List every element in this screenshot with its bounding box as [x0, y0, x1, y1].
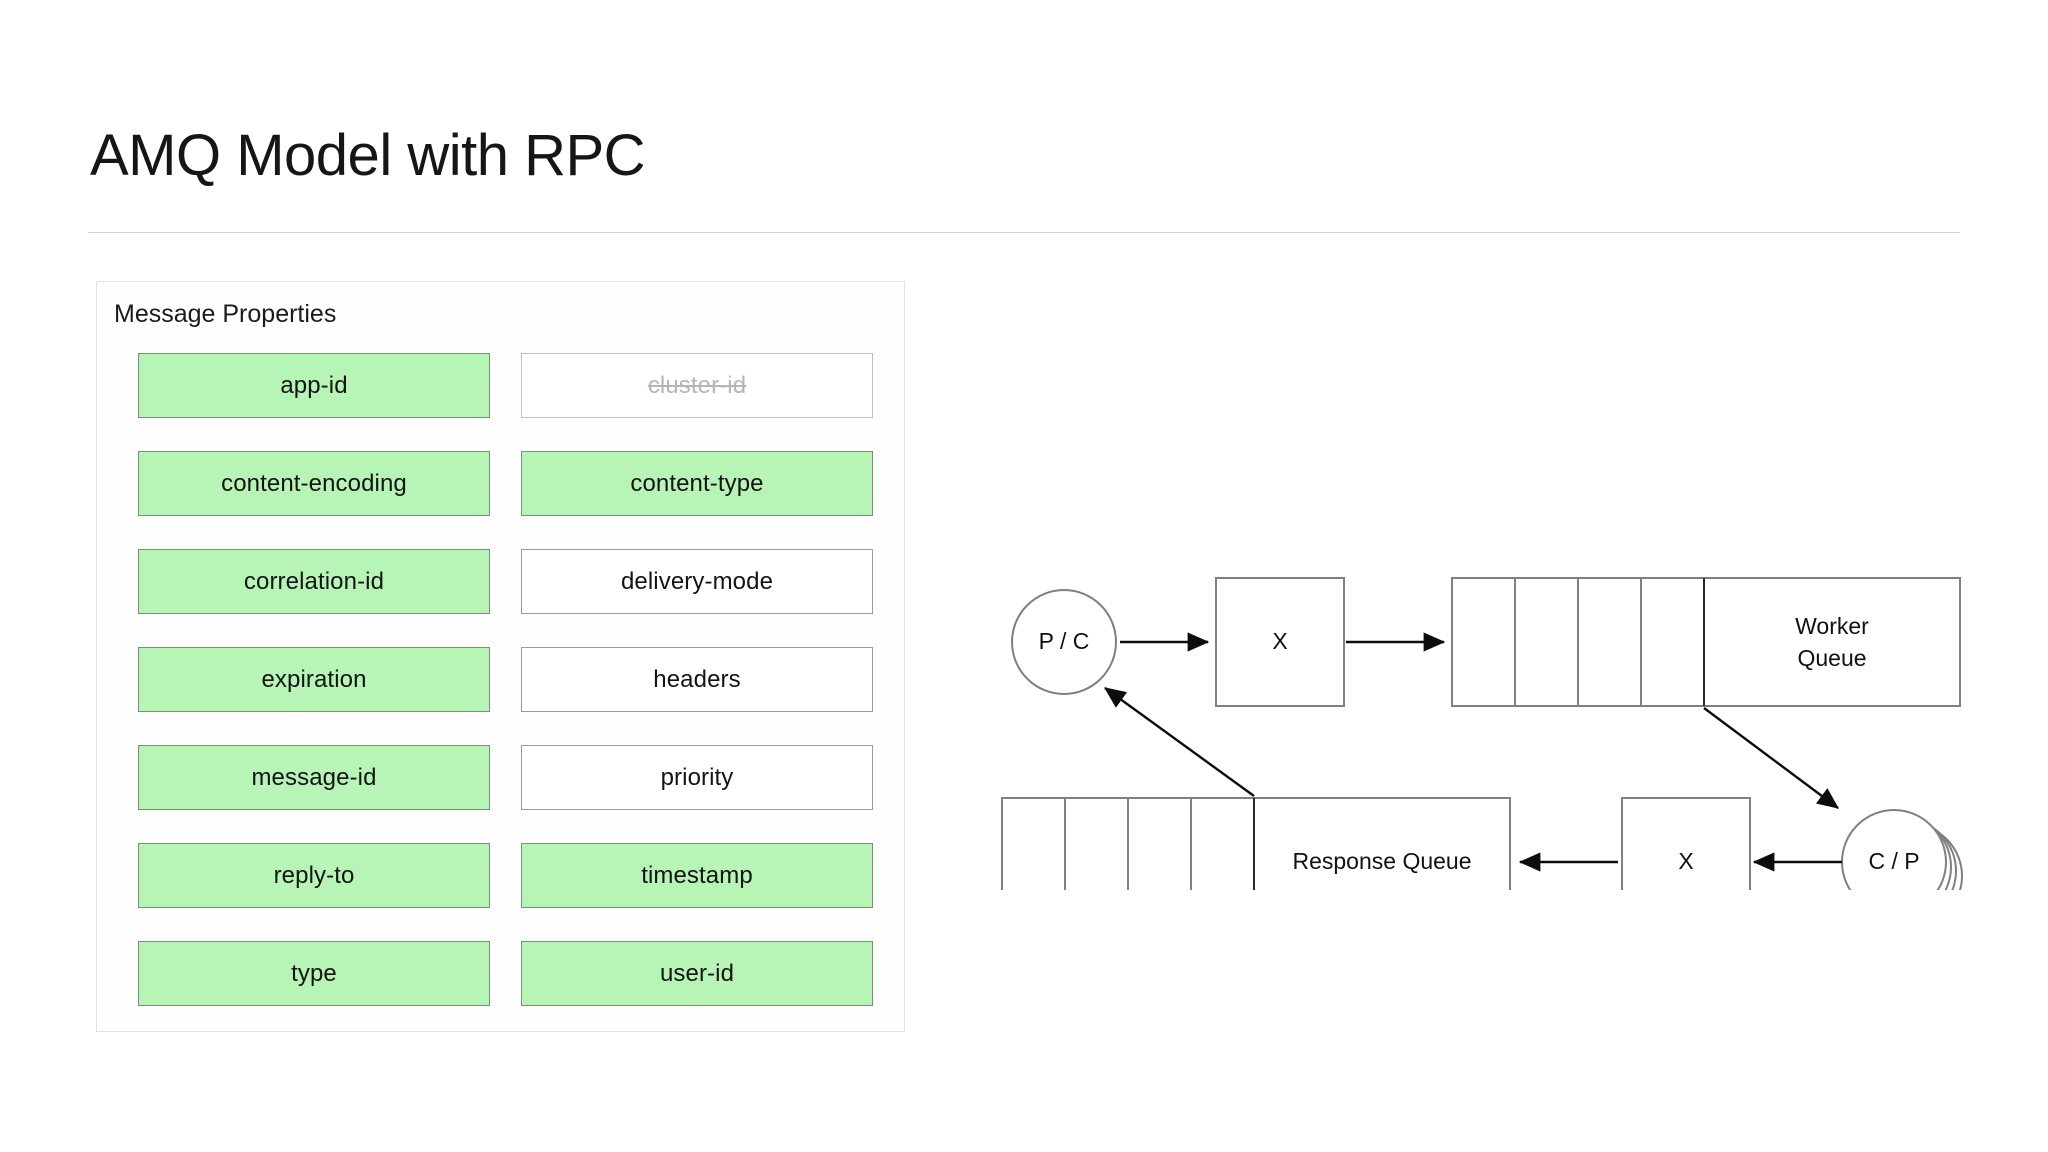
worker-queue-label-line2: Queue	[1797, 645, 1866, 671]
property-box[interactable]: headers	[521, 647, 873, 712]
consumer-producer-node[interactable]: C / P	[1841, 809, 1963, 890]
property-box[interactable]: delivery-mode	[521, 549, 873, 614]
title-divider	[88, 232, 1960, 233]
amq-rpc-diagram: P / C X Worker Queue C / P	[960, 420, 2030, 890]
edge-worker-queue-to-consumer	[1703, 707, 1839, 809]
exchange-bottom-label: X	[1678, 848, 1693, 874]
property-box[interactable]: expiration	[138, 647, 490, 712]
property-box[interactable]: app-id	[138, 353, 490, 418]
property-box[interactable]: user-id	[521, 941, 873, 1006]
property-box[interactable]: timestamp	[521, 843, 873, 908]
property-box[interactable]: content-encoding	[138, 451, 490, 516]
message-properties-title: Message Properties	[114, 300, 337, 328]
exchange-top-label: X	[1272, 628, 1287, 654]
property-box[interactable]: reply-to	[138, 843, 490, 908]
response-queue-node[interactable]: Response Queue	[1001, 797, 1511, 890]
property-box[interactable]: priority	[521, 745, 873, 810]
edge-response-queue-to-producer	[1104, 687, 1255, 797]
consumer-producer-label: C / P	[1868, 848, 1919, 874]
message-properties-panel: Message Properties app-id cluster-id conte…	[96, 281, 905, 1032]
property-box[interactable]: content-type	[521, 451, 873, 516]
property-box[interactable]: type	[138, 941, 490, 1006]
worker-queue-node[interactable]: Worker Queue	[1451, 577, 1961, 707]
property-box[interactable]: correlation-id	[138, 549, 490, 614]
producer-consumer-node[interactable]	[1011, 589, 1117, 695]
property-box[interactable]: message-id	[138, 745, 490, 810]
producer-consumer-label: P / C	[1039, 628, 1090, 654]
exchange-bottom-node[interactable]	[1621, 797, 1751, 890]
page-title: AMQ Model with RPC	[90, 123, 646, 188]
response-queue-label: Response Queue	[1292, 848, 1471, 874]
worker-queue-label-line1: Worker	[1795, 613, 1869, 639]
exchange-top-node[interactable]	[1215, 577, 1345, 707]
message-properties-grid: app-id cluster-id content-encoding content-…	[138, 353, 873, 1006]
property-box[interactable]: cluster-id	[521, 353, 873, 418]
